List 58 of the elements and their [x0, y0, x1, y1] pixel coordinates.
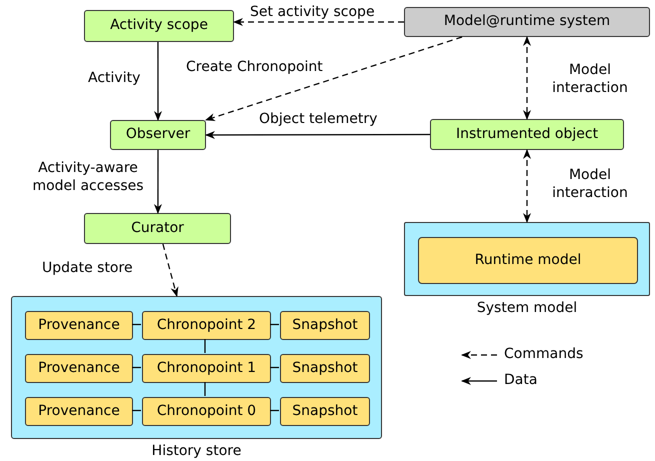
arrow: [205, 36, 462, 122]
connector-line: [132, 366, 141, 368]
node-label: Model@runtime system: [444, 13, 610, 31]
system-box: [404, 7, 650, 37]
record-box: [142, 311, 271, 340]
record-box: [25, 354, 133, 383]
arrow: [154, 150, 162, 214]
node-label: Runtime model: [474, 252, 582, 270]
record-box: [25, 311, 133, 340]
node-label: Chronopoint 1: [156, 360, 256, 378]
edge-label: Activity-aware model accesses: [31, 159, 145, 195]
edge-label: Update store: [42, 259, 133, 277]
connector-line: [270, 410, 279, 412]
process-box: [430, 119, 624, 150]
edge-label: Model interaction: [551, 166, 629, 202]
edge-label: Object telemetry: [259, 110, 378, 128]
record-box: [280, 397, 370, 426]
edge-label: Set activity scope: [250, 3, 375, 21]
arrow: [162, 244, 178, 297]
process-box: [84, 213, 231, 244]
edge-label: Model interaction: [551, 61, 629, 97]
node-label: Observer: [126, 126, 190, 144]
node-label: Activity scope: [110, 17, 208, 35]
connector-line: [270, 324, 279, 326]
panel-title: System model: [476, 299, 578, 318]
connector-line: [204, 339, 206, 353]
node-label: Instrumented object: [456, 126, 598, 144]
node-label: Provenance: [38, 402, 120, 420]
node-label: Chronopoint 0: [156, 402, 256, 420]
node-label: Snapshot: [292, 402, 358, 420]
panel-title: History store: [152, 442, 242, 461]
arrow: [523, 149, 531, 223]
record-box: [280, 354, 370, 383]
record-box: [280, 311, 370, 340]
arrow: [154, 42, 162, 121]
connector-line: [270, 366, 279, 368]
arrow: [233, 18, 404, 26]
connector-line: [204, 382, 206, 396]
arrow: [205, 130, 430, 139]
record-box: [142, 397, 271, 426]
node-label: Snapshot: [292, 360, 358, 378]
node-label: Snapshot: [292, 316, 358, 334]
arrow: [523, 36, 531, 120]
node-label: Provenance: [38, 316, 120, 334]
record-box: [142, 354, 271, 383]
process-box: [110, 120, 206, 150]
connector-line: [132, 410, 141, 412]
model-box: [418, 237, 638, 284]
node-label: Chronopoint 2: [156, 316, 256, 334]
node-label: Curator: [131, 220, 184, 238]
legend-label: Commands: [504, 345, 584, 364]
legend-label: Data: [504, 371, 538, 390]
edge-label: Create Chronopoint: [186, 58, 323, 76]
record-box: [25, 397, 133, 426]
connector-line: [132, 324, 141, 326]
process-box: [84, 10, 234, 42]
node-label: Provenance: [38, 360, 120, 378]
edge-label: Activity: [88, 69, 140, 87]
